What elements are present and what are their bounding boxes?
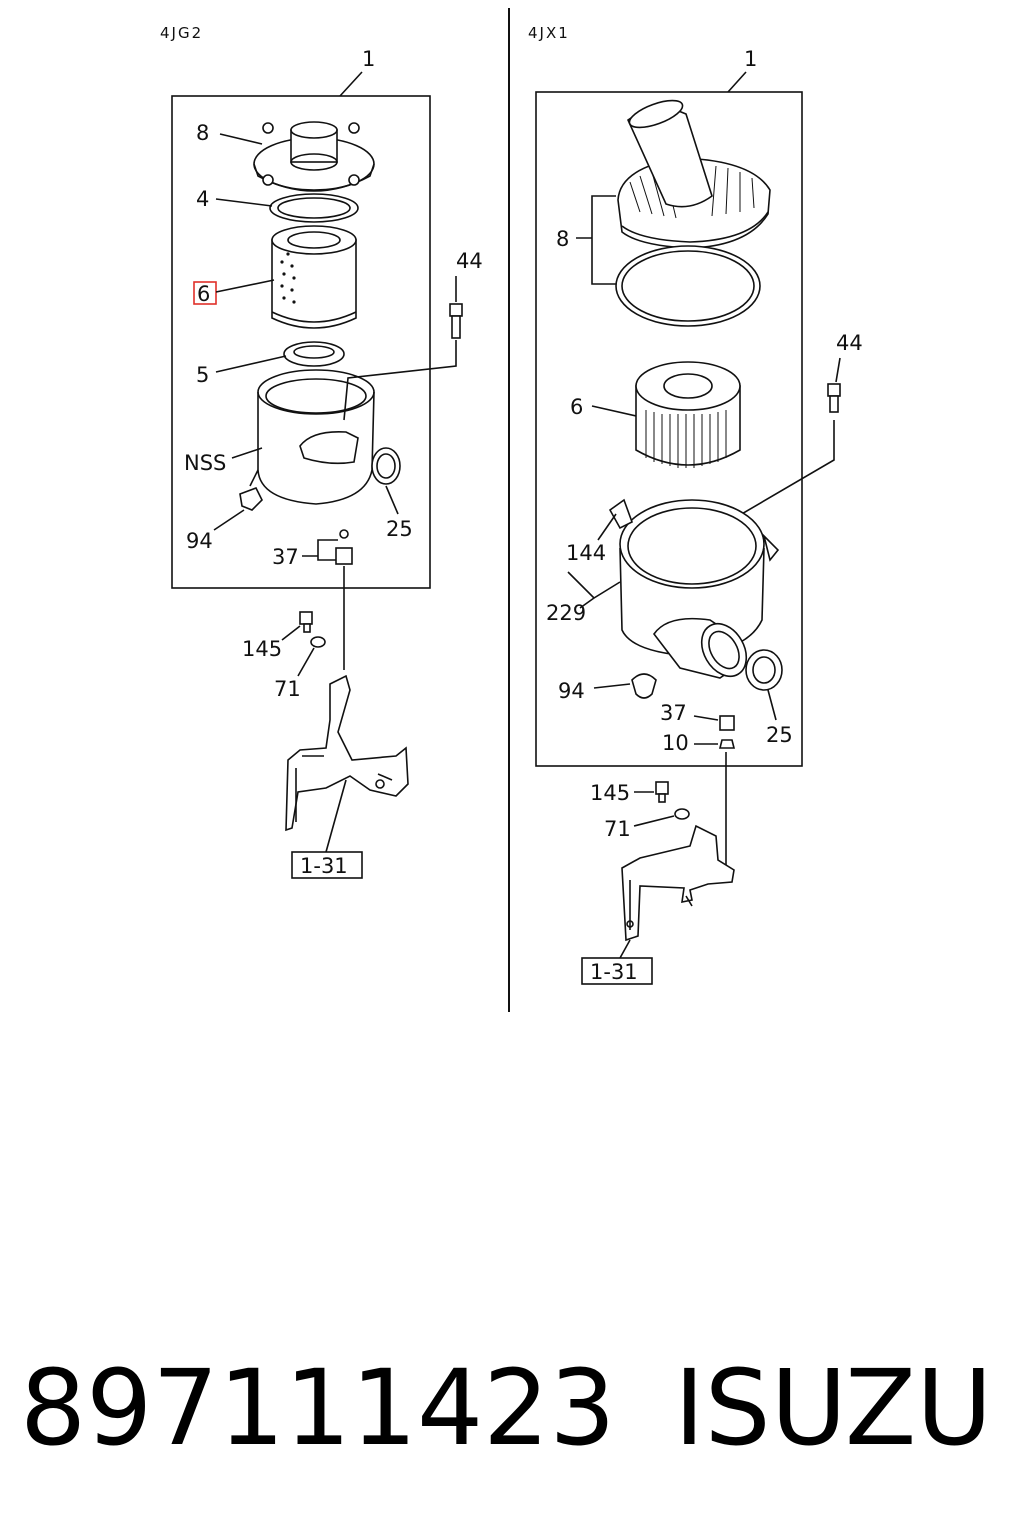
right-drain-cup-part (631, 673, 657, 699)
right-ring-part (745, 649, 783, 691)
left-label-nss: NSS (184, 451, 226, 475)
part-number: 897111423 (20, 1347, 616, 1469)
left-drain-valve-part (335, 529, 353, 565)
right-washer-part (674, 808, 690, 820)
right-label-94: 94 (558, 679, 585, 703)
right-label-144: 144 (566, 541, 606, 565)
right-bracket-part (621, 824, 735, 942)
right-panel: 4JX1 1 8 44 (528, 24, 863, 985)
left-label-44: 44 (456, 249, 483, 273)
right-label-145: 145 (590, 781, 630, 805)
right-label-44: 44 (836, 331, 863, 355)
right-label-8: 8 (556, 227, 569, 251)
left-assembly-box (171, 95, 431, 589)
right-engine-label: 4JX1 (528, 24, 570, 42)
right-gasket-part (615, 245, 761, 327)
left-gasket-part (269, 193, 359, 223)
left-assembly-label: 1 (362, 47, 375, 71)
right-ref-label: 1-31 (590, 960, 638, 984)
right-ref-box (581, 957, 653, 985)
right-label-229: 229 (546, 601, 586, 625)
right-bolt-part (827, 383, 841, 413)
right-label-10: 10 (662, 731, 689, 755)
right-assembly-label: 1 (744, 47, 757, 71)
left-cover-part (253, 121, 375, 192)
left-washer-part (310, 636, 326, 648)
right-label-25: 25 (766, 723, 793, 747)
right-assembly-box (535, 91, 803, 767)
right-cover-part (617, 99, 771, 249)
right-label-37: 37 (660, 701, 687, 725)
left-engine-label: 4JG2 (160, 24, 203, 42)
right-filter-element-part (635, 361, 741, 468)
left-label-6: 6 (197, 282, 210, 306)
left-seal-part (283, 341, 345, 367)
left-label-4: 4 (196, 187, 209, 211)
left-label-71: 71 (274, 677, 301, 701)
left-filter-element-part (271, 225, 357, 329)
left-bracket-bolt-part (299, 611, 313, 633)
brand-name: ISUZU (674, 1347, 992, 1469)
left-label-145: 145 (242, 637, 282, 661)
left-ref-box (291, 851, 363, 879)
left-label-37: 37 (272, 545, 299, 569)
left-bracket-part (285, 674, 409, 832)
left-panel: 4JG2 1 8 4 (160, 24, 483, 879)
left-housing-part (239, 369, 401, 511)
right-valve-part (719, 715, 735, 731)
left-label-25: 25 (386, 517, 413, 541)
left-label-94: 94 (186, 529, 213, 553)
right-label-6: 6 (570, 395, 583, 419)
left-label-5: 5 (196, 363, 209, 387)
left-bolt-part (449, 303, 463, 339)
left-label-6-highlight (193, 281, 217, 305)
right-housing-part (608, 498, 780, 679)
right-fitting-part (718, 739, 736, 749)
right-bracket-bolt-part (655, 781, 669, 803)
right-label-71: 71 (604, 817, 631, 841)
left-ref-label: 1-31 (300, 854, 348, 878)
left-label-8: 8 (196, 121, 209, 145)
